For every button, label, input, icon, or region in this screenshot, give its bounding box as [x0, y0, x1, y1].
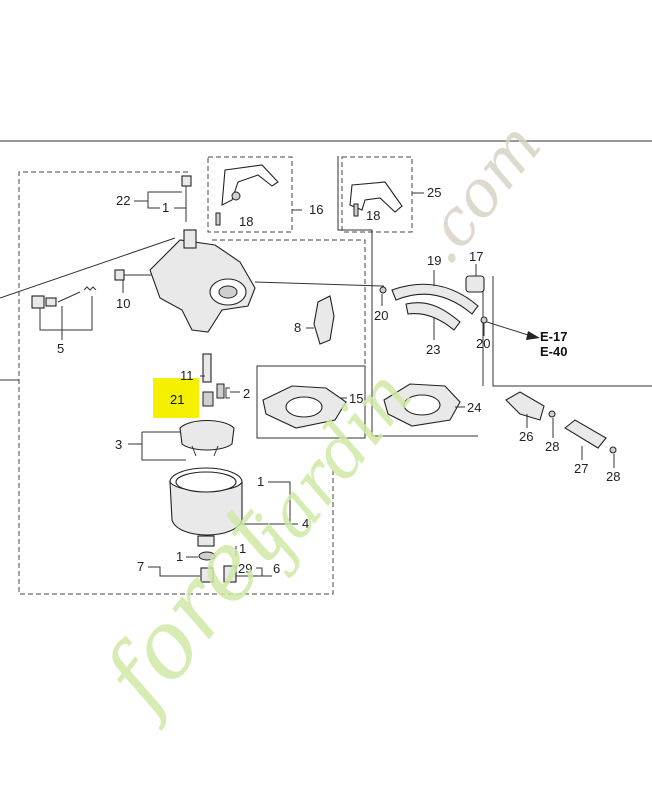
part-27-tube: [564, 419, 607, 449]
part-16-choke-lever: [215, 164, 279, 226]
label-18b: 18: [366, 208, 380, 223]
label-23: 23: [426, 342, 440, 357]
part-28b-clip: [609, 446, 617, 454]
box-part-15: [256, 365, 366, 439]
label-26: 26: [519, 429, 533, 444]
part-3-float: [179, 419, 235, 457]
label-27: 27: [574, 461, 588, 476]
label-29: 29: [238, 561, 252, 576]
box-part-16: [207, 156, 293, 233]
right-bracket: [492, 276, 652, 387]
part-17-cap: [465, 275, 485, 293]
part-4-float-bowl: [169, 467, 243, 547]
ref-e17: E-17: [540, 329, 567, 344]
label-15: 15: [349, 391, 363, 406]
label-3: 3: [115, 437, 122, 452]
arrow-head: [526, 331, 540, 340]
label-16: 16: [309, 202, 323, 217]
label-19: 19: [427, 253, 441, 268]
part-15-gasket: [262, 385, 347, 429]
label-22: 22: [116, 193, 130, 208]
label-25: 25: [427, 185, 441, 200]
part-5-pilot-screw: [31, 286, 97, 309]
label-1a: 1: [162, 200, 169, 215]
label-1c: 1: [239, 541, 246, 556]
arrow-line: [486, 321, 529, 336]
part-10-screw: [114, 269, 152, 281]
part-8-clip: [313, 295, 335, 345]
part-21-jet: [202, 391, 214, 407]
part-11-jet: [202, 353, 212, 383]
label-10: 10: [116, 296, 130, 311]
part-26-fitting: [505, 391, 545, 421]
label-8: 8: [294, 320, 301, 335]
part-23-hose: [405, 302, 461, 331]
label-7: 7: [137, 559, 144, 574]
part-28a-clip: [548, 410, 556, 418]
part-20a-clip: [379, 286, 387, 294]
box-part-24-outline: [337, 156, 478, 437]
label-20b: 20: [476, 336, 490, 351]
watermark-text-com: .com: [402, 110, 556, 278]
main-assembly-box: [18, 171, 334, 595]
label-1d: 1: [176, 549, 183, 564]
label-28a: 28: [545, 439, 559, 454]
part-7-drain-bolt: [198, 551, 216, 583]
label-1b: 1: [257, 474, 264, 489]
label-24: 24: [467, 400, 481, 415]
carburetor-body: [0, 229, 385, 333]
label-6: 6: [273, 561, 280, 576]
ref-e40: E-40: [540, 344, 567, 359]
highlight-box: [153, 378, 199, 418]
part-19-hose: [391, 283, 479, 315]
label-5: 5: [57, 341, 64, 356]
part-20b-clip: [480, 316, 488, 324]
leader-lines: [39, 191, 615, 577]
part-29-drain-screw: [223, 565, 237, 583]
label-2: 2: [243, 386, 250, 401]
highlight-label-21: 21: [170, 392, 184, 407]
label-18a: 18: [239, 214, 253, 229]
part-2-jet: [216, 383, 225, 399]
label-28b: 28: [606, 469, 620, 484]
part-22-screw: [181, 175, 192, 222]
label-11: 11: [180, 368, 194, 383]
label-4: 4: [302, 516, 309, 531]
part-25-lever: [349, 181, 403, 217]
label-17: 17: [469, 249, 483, 264]
carb-body-box: [212, 239, 366, 378]
label-20a: 20: [374, 308, 388, 323]
part-24-gasket: [383, 383, 461, 427]
box-part-25: [341, 156, 413, 233]
